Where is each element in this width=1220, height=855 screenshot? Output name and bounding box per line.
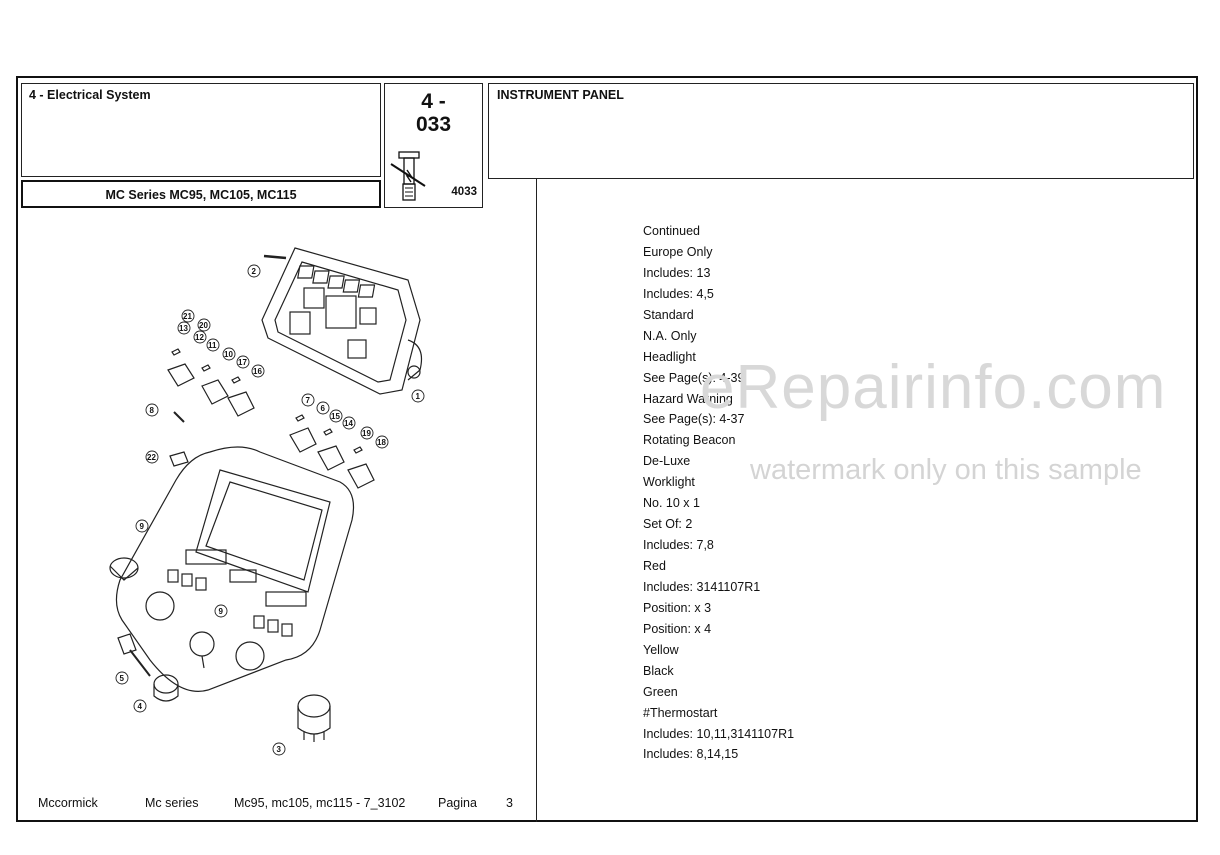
parts-note-item: Includes: 13	[643, 265, 711, 280]
parts-note-item: Position: x 4	[643, 621, 712, 636]
parts-note-item: #Thermostart	[643, 705, 718, 720]
svg-text:13: 13	[179, 324, 188, 333]
svg-text:7: 7	[306, 396, 311, 405]
instrument-panel-diagram: 1 2 3 4 5 6 7 8 9 9 10 11 12 13 14 15 16…	[109, 247, 425, 756]
parts-note-item: Worklight	[643, 475, 695, 490]
parts-note-item: Black	[643, 663, 674, 678]
svg-text:9: 9	[140, 522, 145, 531]
svg-text:22: 22	[147, 453, 156, 462]
svg-text:4: 4	[138, 702, 143, 711]
instrument-cluster-drawing	[261, 247, 423, 395]
parts-note-item: Red	[643, 559, 666, 573]
footer-page-number: 3	[506, 796, 513, 810]
parts-note-item: Continued	[643, 224, 700, 238]
svg-text:8: 8	[150, 406, 155, 415]
svg-text:10: 10	[224, 350, 233, 359]
column-divider	[536, 179, 537, 822]
parts-note-item: Green	[643, 684, 678, 699]
callout-labels: 1 2 3 4 5 6 7 8 9 9 10 11 12 13 14 15 16…	[115, 264, 425, 756]
parts-note-item: Headlight	[643, 349, 696, 364]
svg-text:3: 3	[277, 745, 282, 754]
page-code-line2: 033	[415, 113, 452, 136]
parts-note-item: Includes: 10,11,3141107R1	[643, 726, 795, 741]
section-title: 4 - Electrical System	[29, 88, 151, 102]
parts-note-item: Europe Only	[643, 244, 713, 259]
svg-text:21: 21	[183, 312, 192, 321]
svg-text:19: 19	[362, 429, 371, 438]
parts-note-item: Standard	[643, 307, 694, 322]
parts-note-item: See Page(s): 4-37	[643, 412, 745, 427]
parts-note-item: Yellow	[643, 642, 679, 657]
watermark-main: eRepairinfo.com	[700, 353, 1167, 422]
figure-number: 4033	[451, 186, 477, 198]
page-frame	[16, 76, 1198, 822]
parts-note-item: Position: x 3	[643, 600, 712, 615]
svg-text:2: 2	[252, 267, 257, 276]
footer-page-label: Pagina	[438, 796, 477, 810]
parts-note-item: No. 10 x 1	[643, 496, 700, 511]
parts-note-item: Includes: 3141107R1	[643, 579, 761, 594]
footer-models: Mc95, mc105, mc115 - 7_3102	[234, 796, 406, 810]
footer-series: Mc series	[145, 796, 199, 810]
electrical-fuse-icon	[390, 151, 426, 201]
svg-text:18: 18	[377, 438, 386, 447]
page-title: INSTRUMENT PANEL	[497, 88, 624, 102]
svg-text:12: 12	[195, 333, 204, 342]
parts-note-item: De-Luxe	[643, 454, 691, 469]
svg-text:1: 1	[416, 392, 421, 401]
svg-text:14: 14	[344, 419, 353, 428]
svg-text:11: 11	[208, 341, 217, 350]
parts-note-item: Includes: 4,5	[643, 286, 714, 301]
parts-note-item: N.A. Only	[643, 328, 697, 343]
svg-text:20: 20	[199, 321, 208, 330]
svg-text:17: 17	[238, 358, 247, 367]
dashboard-console-drawing	[115, 446, 355, 692]
svg-text:5: 5	[120, 674, 125, 683]
switch-group-right-drawing	[289, 414, 375, 489]
page-code-line1: 4 -	[421, 90, 446, 113]
parts-note-item: Rotating Beacon	[643, 433, 736, 448]
ignition-parts-drawing	[109, 557, 331, 742]
series-header-box: MC Series MC95, MC105, MC115	[21, 180, 381, 208]
watermark-sub: watermark only on this sample	[750, 454, 1142, 486]
svg-text:6: 6	[321, 404, 326, 413]
title-box: INSTRUMENT PANEL	[488, 83, 1194, 179]
parts-note-item: Includes: 7,8	[643, 538, 714, 553]
svg-text:16: 16	[253, 367, 262, 376]
section-header-box: 4 - Electrical System	[21, 83, 381, 177]
parts-note-item: Hazard Warning	[643, 391, 733, 406]
page-code-box: 4 - 033 4033	[384, 83, 483, 208]
series-title: MC Series MC95, MC105, MC115	[105, 188, 297, 202]
switch-group-left-drawing	[167, 348, 255, 467]
parts-note-item: See Page(s): 4-39	[643, 370, 745, 385]
parts-note-item: Includes: 8,14,15	[643, 747, 739, 762]
footer-brand: Mccormick	[38, 796, 98, 810]
svg-text:9: 9	[219, 607, 224, 616]
svg-text:15: 15	[331, 412, 340, 421]
parts-note-item: Set Of: 2	[643, 517, 693, 532]
